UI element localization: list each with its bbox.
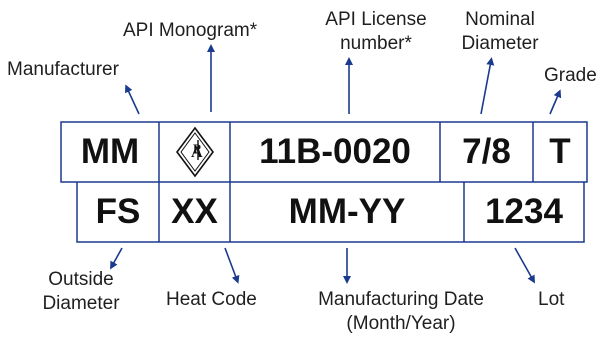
cell-nominal-diameter: 7/8: [462, 132, 511, 171]
svg-text:P: P: [193, 141, 201, 156]
cell-mfg-date: MM-YY: [288, 192, 406, 231]
cell-api-license: 11B-0020: [259, 132, 411, 171]
label-nominal-line2: Diameter: [461, 33, 539, 54]
arrow-outside-diameter: [110, 247, 123, 270]
label-lot: Lot: [538, 289, 565, 310]
cell-manufacturer: MM: [80, 132, 140, 171]
label-api-license-line1: API License: [325, 9, 427, 30]
svg-text:A: A: [191, 144, 203, 161]
label-mfg-date-line2: (Month/Year): [346, 313, 456, 334]
label-grade: Grade: [544, 65, 597, 86]
cell-grade: T: [549, 132, 571, 171]
label-api-license-line2: number*: [340, 33, 412, 54]
arrow-heat-code: [224, 247, 240, 284]
label-mfg-date-line1: Manufacturing Date: [318, 289, 484, 310]
arrow-lot: [514, 247, 535, 284]
label-api-monogram: API Monogram*: [123, 20, 258, 41]
cell-outside-diameter: FS: [95, 192, 141, 231]
label-outside-diameter-line1: Outside: [48, 269, 114, 290]
cell-lot: 1234: [485, 192, 563, 231]
arrow-grade: [549, 89, 562, 115]
cell-api-monogram: A P: [159, 122, 230, 182]
row1-outline: [60, 121, 588, 183]
label-heat-code: Heat Code: [166, 289, 257, 310]
cell-heat-code: XX: [171, 192, 218, 231]
row2-outline: [76, 182, 585, 243]
api-monogram-icon: A P: [175, 126, 214, 178]
label-outside-diameter-line2: Diameter: [42, 293, 120, 314]
arrow-manufacturer: [125, 84, 140, 115]
label-nominal-line1: Nominal: [465, 9, 535, 30]
label-manufacturer: Manufacturer: [7, 59, 119, 80]
arrow-nominal-diameter: [480, 57, 495, 115]
